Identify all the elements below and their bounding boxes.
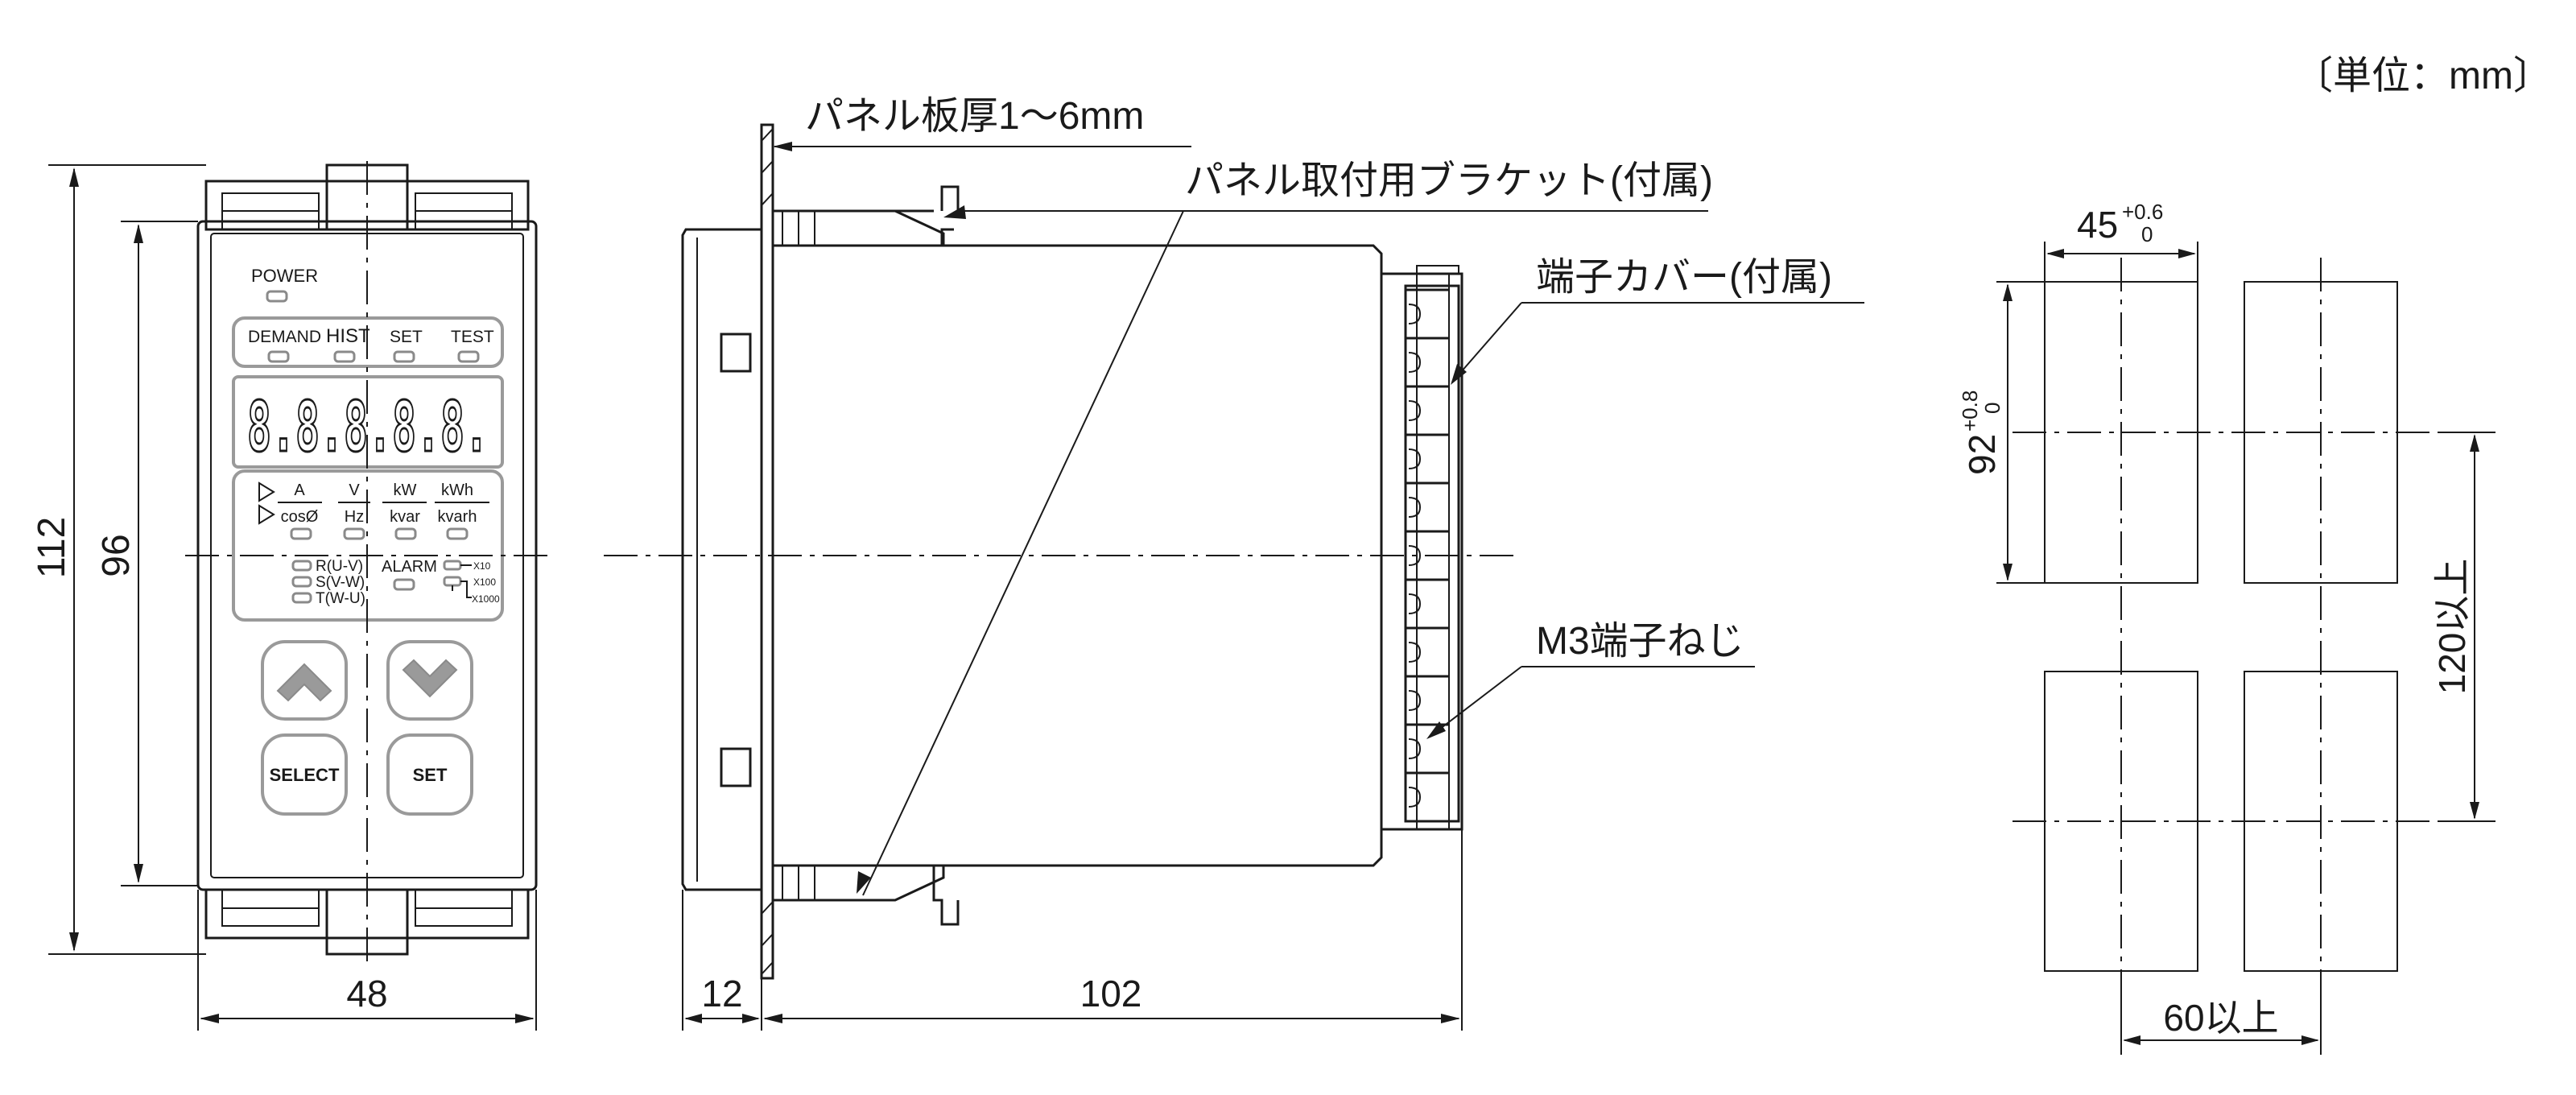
- x100-label: X100: [473, 576, 496, 588]
- set-led: [393, 350, 415, 363]
- alarm-led: [393, 578, 415, 591]
- dim-pitch-horizontal: 60以上: [2163, 997, 2278, 1039]
- demand-label: DEMAND: [248, 328, 321, 346]
- dim-pitch-vertical: 120以上: [2431, 559, 2473, 695]
- phase-t-label: T(W-U): [316, 590, 365, 607]
- bottom-mounting-bracket: [773, 865, 960, 926]
- unit-kwh-led: [446, 527, 469, 540]
- unit-v-led: [343, 527, 365, 540]
- x1000-label: X1000: [472, 593, 500, 605]
- set-button[interactable]: SET: [386, 733, 473, 816]
- top-mounting-bracket: [773, 185, 960, 246]
- mode-group-frame: [232, 316, 504, 368]
- unit-a-led: [290, 527, 312, 540]
- x10-led: [443, 560, 462, 571]
- phase-s-led: [291, 576, 312, 588]
- unit-a-label: A: [294, 481, 305, 499]
- dim-cutout-height-tol-upper: +0.8: [1958, 390, 1982, 432]
- chevron-down-icon: [402, 659, 458, 698]
- dim-cutout-width: 45: [2077, 204, 2118, 246]
- unit-kvarh-label: kvarh: [438, 508, 477, 526]
- dim-height-inner: 96: [95, 534, 138, 576]
- unit-kw-label: kW: [394, 481, 417, 499]
- set-mode-label: SET: [390, 328, 423, 346]
- test-label: TEST: [451, 328, 494, 346]
- side-body: [771, 244, 1383, 867]
- unit-label: 〔単位：mm〕: [2294, 55, 2552, 97]
- unit-v-label: V: [349, 481, 360, 499]
- dim-height-outer: 112: [31, 517, 73, 579]
- dim-cutout-width-tol-upper: +0.6: [2122, 200, 2163, 224]
- unit-kwh-label: kWh: [441, 481, 473, 499]
- dim-width: 48: [346, 973, 387, 1014]
- alarm-label: ALARM: [382, 558, 437, 576]
- phase-r-label: R(U-V): [316, 558, 363, 575]
- unit-kvar-label: kvar: [390, 508, 420, 526]
- chevron-up-icon: [276, 663, 332, 702]
- terminal-block: [1380, 265, 1463, 831]
- set-button-label: SET: [413, 765, 448, 785]
- unit-triangle2-icon: [258, 504, 275, 525]
- x100-led: [443, 576, 462, 587]
- callout-panel-thickness: パネル板厚1～6mm: [805, 95, 1144, 138]
- demand-led: [267, 350, 290, 363]
- phase-t-led: [291, 592, 312, 604]
- power-label: POWER: [251, 266, 318, 286]
- test-led: [457, 350, 480, 363]
- panel-plate: [760, 123, 774, 980]
- dim-front-depth: 12: [701, 973, 742, 1014]
- dim-cutout-height: 92: [1961, 434, 2003, 475]
- dim-cutout-height-tol-lower: 0: [1980, 403, 2004, 414]
- dim-depth: 102: [1080, 973, 1142, 1014]
- side-view: [681, 123, 1463, 980]
- front-dimensions: 112 96 48: [31, 164, 537, 1031]
- callout-terminal-cover: 端子カバー(付属): [1536, 256, 1832, 299]
- phase-s-label: S(V-W): [316, 574, 365, 591]
- unit-kw-led: [394, 527, 417, 540]
- hist-label: HIST: [326, 325, 370, 347]
- panel-cutout-view: 45 +0.6 0 92 +0.8 0 120以上 60以上: [1958, 200, 2496, 1055]
- phase-r-led: [291, 560, 312, 572]
- dim-cutout-width-tol-lower: 0: [2141, 222, 2153, 246]
- callout-bracket: パネル取付用ブラケット(付属): [1185, 159, 1713, 202]
- callouts: パネル板厚1～6mm パネル取付用ブラケット(付属) 端子カバー(付属) M3端…: [773, 95, 1864, 896]
- unit-triangle-icon: [258, 481, 275, 502]
- unit-cos-label: cosØ: [281, 508, 319, 526]
- unit-hz-label: Hz: [345, 508, 364, 526]
- hist-led: [333, 350, 356, 363]
- side-dimensions: 12 102: [682, 829, 1463, 1031]
- callout-terminal-screw: M3端子ねじ: [1536, 620, 1744, 663]
- x10-label: X10: [473, 560, 491, 572]
- power-led: [266, 290, 288, 303]
- select-button[interactable]: SELECT: [261, 733, 348, 816]
- select-button-label: SELECT: [270, 765, 340, 785]
